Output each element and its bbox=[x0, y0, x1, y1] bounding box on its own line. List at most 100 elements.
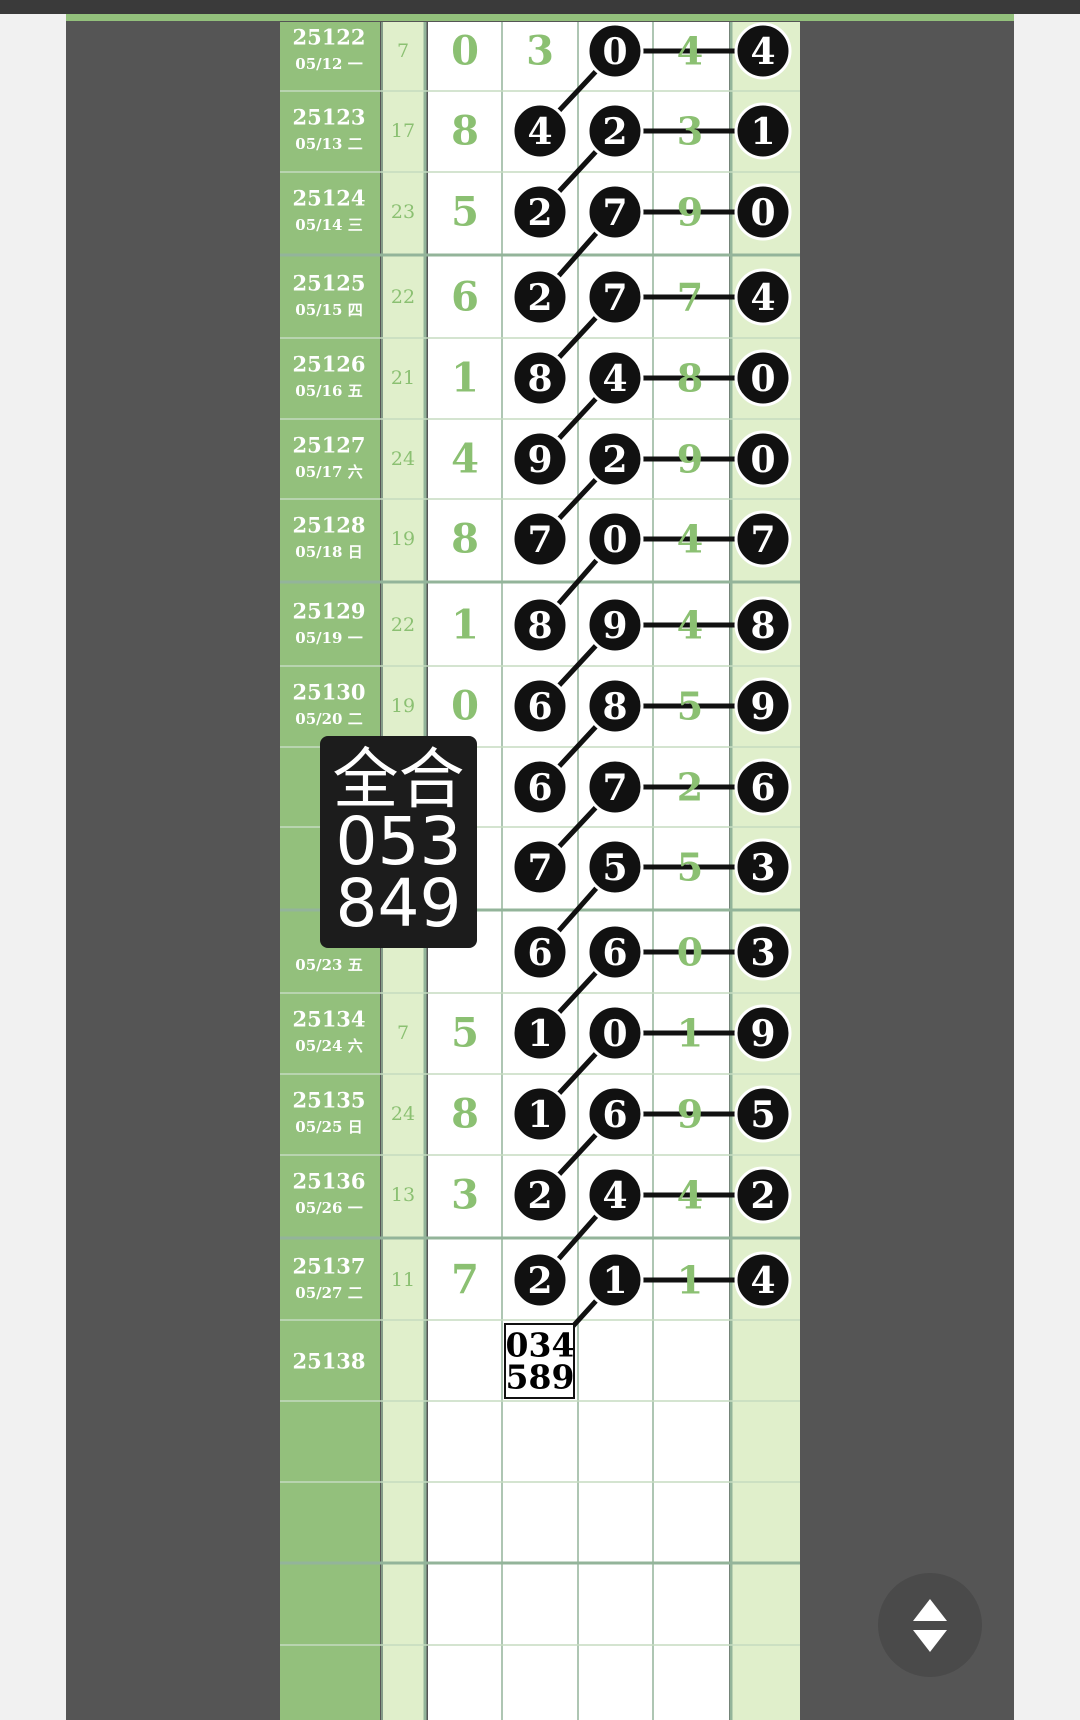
digit-1: 3 bbox=[451, 1172, 479, 1219]
digit-1: 8 bbox=[451, 1091, 479, 1138]
ball-digit-3-circle bbox=[586, 838, 644, 896]
issue-date: 05/18 日 bbox=[295, 543, 362, 561]
ball-digit-3: 5 bbox=[602, 847, 627, 889]
issue-date: 05/17 六 bbox=[295, 463, 362, 481]
issue-date: 05/20 二 bbox=[295, 710, 362, 728]
ball-digit-3: 7 bbox=[602, 192, 627, 234]
issue-number: 25136 bbox=[292, 1169, 365, 1194]
ball-digit-5: 1 bbox=[750, 111, 775, 153]
ball-digit-2-circle bbox=[511, 838, 569, 896]
ball-digit-3-circle bbox=[586, 510, 644, 568]
ball-digit-3: 0 bbox=[602, 519, 627, 561]
digit-4: 5 bbox=[677, 684, 703, 729]
sum-value: 23 bbox=[391, 201, 415, 223]
ball-digit-2-circle bbox=[511, 102, 569, 160]
ball-digit-2-circle bbox=[511, 758, 569, 816]
issue-date: 05/19 一 bbox=[295, 629, 362, 647]
ball-digit-3: 6 bbox=[602, 1094, 627, 1136]
ball-digit-2: 1 bbox=[527, 1013, 552, 1055]
ball-digit-5: 5 bbox=[750, 1094, 775, 1136]
ball-digit-3: 9 bbox=[602, 605, 627, 647]
ball-digit-3: 2 bbox=[602, 439, 627, 481]
sum-value: 24 bbox=[391, 448, 415, 470]
ball-digit-5: 4 bbox=[750, 31, 775, 73]
ball-digit-3-circle bbox=[586, 102, 644, 160]
issue-number: 25137 bbox=[292, 1254, 365, 1279]
digit-4: 9 bbox=[677, 437, 703, 482]
header-accent-line bbox=[66, 14, 1014, 21]
ball-digit-2: 8 bbox=[527, 358, 552, 400]
ball-digit-2: 1 bbox=[527, 1094, 552, 1136]
ball-digit-2-circle bbox=[511, 596, 569, 654]
digit-4: 3 bbox=[677, 109, 703, 154]
ball-digit-3-circle bbox=[586, 923, 644, 981]
digit-1: 5 bbox=[451, 189, 479, 236]
scroll-toggle-button[interactable] bbox=[878, 1573, 982, 1677]
ball-digit-5: 0 bbox=[750, 439, 775, 481]
ball-digit-2-circle bbox=[511, 1004, 569, 1062]
sum-value: 22 bbox=[391, 614, 415, 636]
ball-digit-3-circle bbox=[586, 183, 644, 241]
overlay-title: 全合 bbox=[332, 741, 465, 818]
ball-digit-2: 9 bbox=[527, 439, 552, 481]
digit-4: 2 bbox=[677, 765, 703, 810]
ball-digit-5: 4 bbox=[750, 1260, 775, 1302]
ball-digit-2: 7 bbox=[527, 519, 552, 561]
sum-value: 11 bbox=[391, 1269, 415, 1291]
ball-digit-5: 0 bbox=[750, 358, 775, 400]
sum-value: 22 bbox=[391, 286, 415, 308]
ball-digit-3: 7 bbox=[602, 277, 627, 319]
ball-digit-2: 2 bbox=[527, 277, 552, 319]
ball-digit-5: 8 bbox=[750, 605, 775, 647]
ball-digit-5: 9 bbox=[750, 686, 775, 728]
digit-4: 0 bbox=[677, 930, 703, 975]
ball-digit-2: 4 bbox=[527, 111, 552, 153]
ball-digit-5: 3 bbox=[750, 847, 775, 889]
ball-digit-5-circle bbox=[734, 1004, 792, 1062]
issue-number: 25122 bbox=[292, 25, 365, 50]
digit-4: 9 bbox=[677, 1092, 703, 1137]
digit-1: 4 bbox=[451, 436, 479, 483]
ball-digit-2-circle bbox=[511, 1085, 569, 1143]
ball-digit-2-circle bbox=[511, 923, 569, 981]
ball-digit-3-circle bbox=[586, 1004, 644, 1062]
ball-digit-2: 6 bbox=[527, 767, 552, 809]
sum-value: 21 bbox=[391, 367, 415, 389]
ball-digit-5: 7 bbox=[750, 519, 775, 561]
sum-value: 13 bbox=[391, 1184, 415, 1206]
ball-digit-5-circle bbox=[734, 838, 792, 896]
ball-digit-2: 6 bbox=[527, 686, 552, 728]
digit-1: 0 bbox=[451, 683, 479, 730]
sum-value: 7 bbox=[397, 40, 409, 62]
ball-digit-5-circle bbox=[734, 1085, 792, 1143]
prediction-box bbox=[504, 1323, 575, 1399]
ball-digit-2-circle bbox=[511, 268, 569, 326]
digit-4: 4 bbox=[677, 1173, 703, 1218]
issue-date: 05/13 二 bbox=[295, 135, 362, 153]
ball-digit-5: 2 bbox=[750, 1175, 775, 1217]
digit-4: 4 bbox=[677, 29, 703, 74]
ball-digit-2: 8 bbox=[527, 605, 552, 647]
ball-digit-3-circle bbox=[586, 758, 644, 816]
overlay-line-2: 849 bbox=[335, 865, 462, 942]
digit-2: 3 bbox=[526, 28, 554, 75]
issue-number: 25129 bbox=[292, 599, 365, 624]
ball-digit-3: 2 bbox=[602, 111, 627, 153]
digit-4: 1 bbox=[677, 1011, 703, 1056]
ball-digit-5: 9 bbox=[750, 1013, 775, 1055]
ball-digit-2-circle bbox=[511, 430, 569, 488]
digit-4: 5 bbox=[677, 845, 703, 890]
ball-digit-2-circle bbox=[511, 510, 569, 568]
sum-value: 7 bbox=[397, 1022, 409, 1044]
ball-digit-5-circle bbox=[734, 1166, 792, 1224]
issue-date: 05/26 一 bbox=[295, 1199, 362, 1217]
issue-date: 05/25 日 bbox=[295, 1118, 362, 1136]
status-bar bbox=[0, 0, 1080, 14]
ball-digit-5-circle bbox=[734, 183, 792, 241]
ball-digit-5-circle bbox=[734, 349, 792, 407]
digit-1: 8 bbox=[451, 108, 479, 155]
issue-number: 25135 bbox=[292, 1088, 365, 1113]
ball-digit-3-circle bbox=[586, 22, 644, 80]
issue-number: 25125 bbox=[292, 271, 365, 296]
